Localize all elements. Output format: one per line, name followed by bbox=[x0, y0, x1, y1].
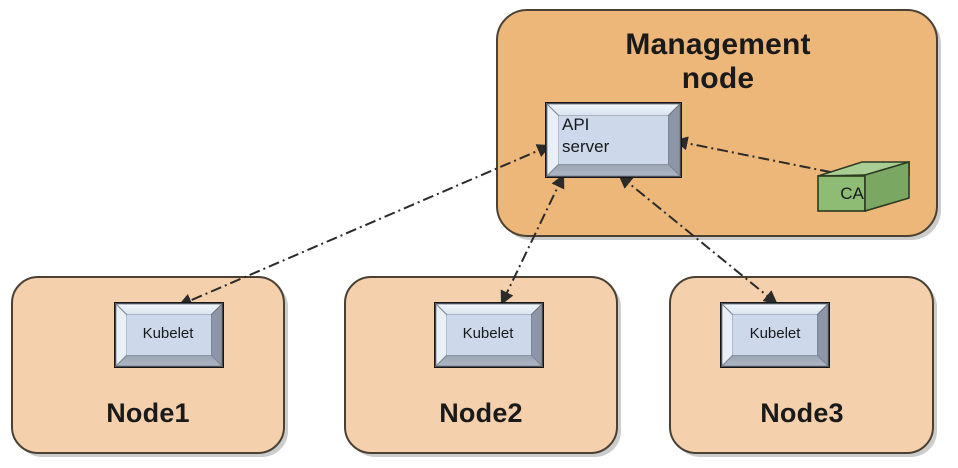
kubelet1-face bbox=[127, 315, 211, 355]
kubelet-box-node1[interactable] bbox=[114, 302, 224, 368]
ca-box[interactable] bbox=[817, 160, 910, 213]
kubelet-box-node3[interactable] bbox=[720, 302, 830, 368]
kubelet3-face bbox=[733, 315, 817, 355]
api-server-box[interactable] bbox=[545, 102, 682, 178]
kubelet2-bevel-bottom bbox=[434, 354, 544, 367]
connection-api-to-ca[interactable] bbox=[673, 136, 858, 182]
connection-lines bbox=[177, 136, 858, 307]
connection-api-to-kubelet-node2[interactable] bbox=[500, 173, 565, 306]
ca-front-face bbox=[817, 175, 866, 212]
connection-api-to-kubelet-node3[interactable] bbox=[618, 174, 778, 305]
ca-side-face bbox=[864, 160, 910, 213]
api-server-bevel-bottom bbox=[545, 163, 682, 177]
kubelet2-bevel-top bbox=[434, 303, 544, 316]
api-server-face bbox=[559, 116, 668, 164]
kubelet3-bevel-top bbox=[720, 303, 830, 316]
kubelet2-face bbox=[447, 315, 531, 355]
kubelet1-bevel-top bbox=[114, 303, 224, 316]
kubelet1-bevel-bottom bbox=[114, 354, 224, 367]
kubelet-box-node2[interactable] bbox=[434, 302, 544, 368]
connection-api-to-kubelet-node1[interactable] bbox=[177, 144, 552, 307]
kubelet3-bevel-bottom bbox=[720, 354, 830, 367]
api-server-bevel-top bbox=[545, 103, 682, 117]
